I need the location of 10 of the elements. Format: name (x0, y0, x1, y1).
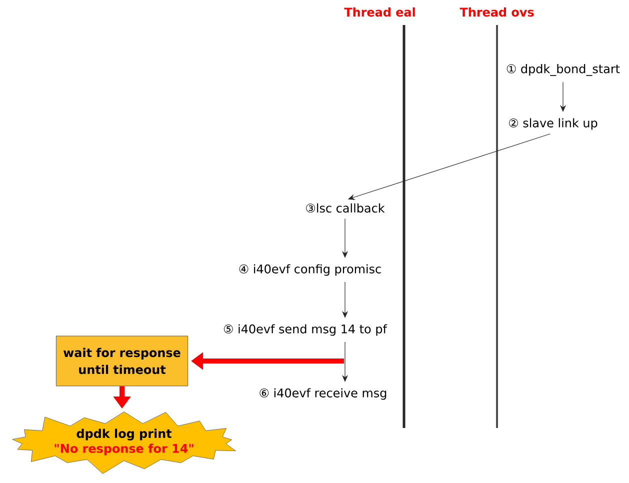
step-label: ④ i40evf config promisc (239, 264, 381, 276)
process-box: wait for response until timeout (56, 336, 188, 386)
thread-header: Thread eal (344, 7, 415, 17)
step-label: ② slave link up (509, 118, 598, 130)
step-label: ① dpdk_bond_start (506, 64, 620, 76)
starburst-callout: dpdk log print "No response for 14" (12, 412, 236, 474)
step-label: ⑤ i40evf send msg 14 to pf (224, 324, 388, 336)
step-label: ⑥ i40evf receive msg (260, 388, 386, 400)
step-label: ③lsc callback (306, 203, 385, 213)
thread-header: Thread ovs (460, 7, 534, 17)
